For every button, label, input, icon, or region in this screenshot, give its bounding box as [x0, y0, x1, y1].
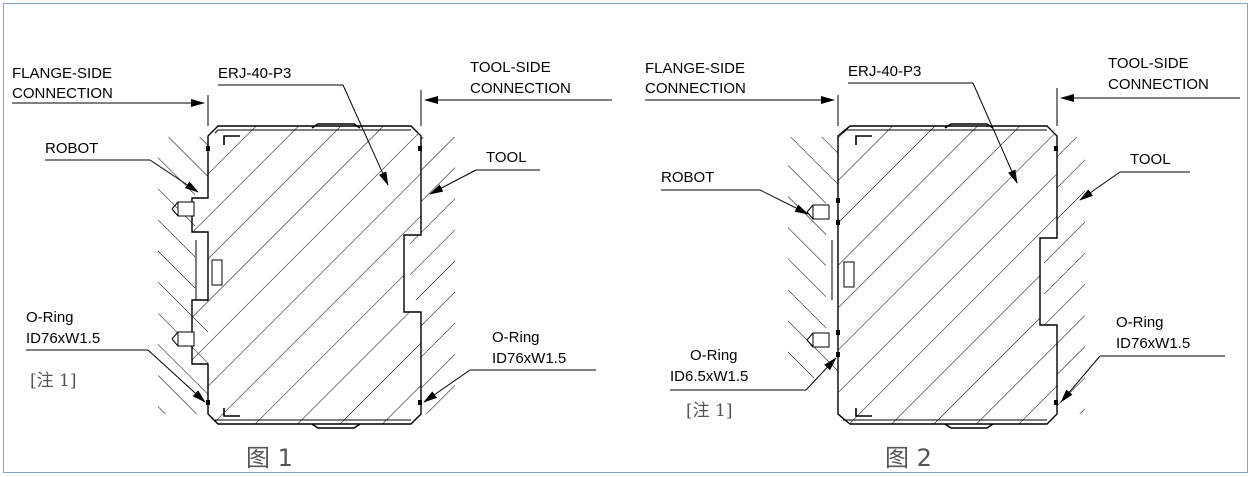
oring-right-label-2b: ID76xW1.5: [1116, 335, 1190, 352]
tool-side-label-1b: CONNECTION: [470, 80, 571, 97]
tool-label-2: TOOL: [1130, 151, 1171, 168]
oring-left-label-1b: ID76xW1.5: [26, 330, 100, 347]
oring-right-label-1b: ID76xW1.5: [492, 350, 566, 367]
flange-side-label-2b: CONNECTION: [645, 80, 746, 97]
figure-2: FLANGE-SIDE CONNECTION ERJ-40-P3 TOOL-SI…: [645, 55, 1240, 472]
part-label-2: ERJ-40-P3: [848, 63, 921, 80]
tool-side-label-1a: TOOL-SIDE: [470, 59, 551, 76]
robot-label-2: ROBOT: [661, 169, 714, 186]
note-label-1: [注 1]: [30, 371, 76, 391]
figure-caption-1: 图 1: [246, 444, 293, 472]
tool-block-2: [1044, 137, 1085, 414]
oring-right-label-1a: O-Ring: [492, 329, 540, 346]
tool-side-label-2b: CONNECTION: [1108, 76, 1209, 93]
oring-left-label-2a: O-Ring: [690, 347, 738, 364]
oring-right-label-2a: O-Ring: [1116, 314, 1164, 331]
figure-caption-2: 图 2: [885, 444, 932, 472]
flange-side-label-2a: FLANGE-SIDE: [645, 60, 745, 77]
oring-left-label-1a: O-Ring: [26, 309, 74, 326]
part-body-1: [191, 125, 422, 425]
robot-label-1: ROBOT: [45, 140, 98, 157]
note-label-2: [注 1]: [686, 401, 732, 421]
figure-1: FLANGE-SIDE CONNECTION ERJ-40-P3 TOOL-SI…: [12, 59, 612, 472]
robot-flange-2: [788, 137, 838, 378]
part-label-1: ERJ-40-P3: [218, 65, 291, 82]
flange-side-label-1b: CONNECTION: [12, 85, 113, 102]
flange-side-label-1a: FLANGE-SIDE: [12, 65, 112, 82]
oring-left-label-2b: ID6.5xW1.5: [670, 368, 748, 385]
tool-label-1: TOOL: [486, 149, 527, 166]
tool-side-label-2a: TOOL-SIDE: [1108, 55, 1189, 72]
part-body-2: [837, 125, 1058, 425]
robot-flange-1: [158, 137, 208, 414]
